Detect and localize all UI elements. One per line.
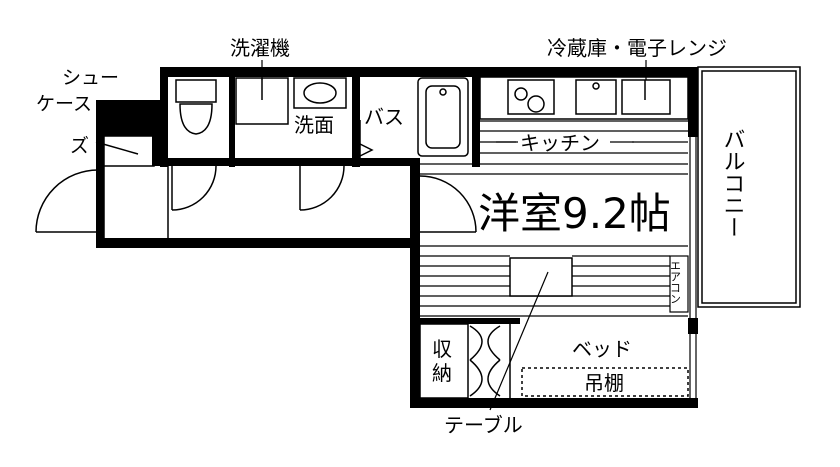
kitchen-counter — [479, 76, 689, 120]
floor-boards — [420, 120, 688, 317]
label-bed: ベッド — [572, 337, 632, 361]
bathtub — [359, 77, 469, 158]
bed-area — [521, 367, 689, 397]
label-aircon: エアコン — [669, 260, 682, 304]
label-room: 洋室9.2帖 — [478, 189, 671, 238]
label-washing-machine: 洗濯機 — [230, 36, 290, 60]
label-table: テーブル — [444, 413, 523, 437]
label-washroom: 洗面 — [294, 113, 334, 137]
label-balcony: バルコニー — [720, 128, 745, 238]
label-storage-2: 納 — [432, 361, 452, 385]
washing-machine — [235, 77, 289, 125]
toilet — [175, 79, 217, 135]
label-storage-1: 収 — [432, 337, 452, 361]
air-conditioner — [669, 255, 689, 313]
label-shoe-case-3: ケース — [36, 93, 92, 115]
windows — [689, 137, 697, 398]
walls — [96, 67, 698, 408]
label-kitchen: キッチン — [520, 131, 600, 155]
label-bath: バス — [364, 105, 404, 129]
leader-lines — [261, 60, 647, 411]
label-fridge-microwave: 冷蔵庫・電子レンジ — [547, 36, 727, 60]
label-shoe-case-2: ズ — [70, 135, 89, 157]
shoe-case — [95, 135, 155, 167]
wash-basin — [293, 77, 347, 109]
label-shoe-case-1: シュー — [62, 67, 119, 89]
table — [509, 257, 573, 297]
label-hanging-shelf: 吊棚 — [584, 371, 624, 395]
balcony — [697, 66, 801, 308]
entrance-door — [35, 169, 99, 233]
corridor-doors — [103, 165, 477, 238]
